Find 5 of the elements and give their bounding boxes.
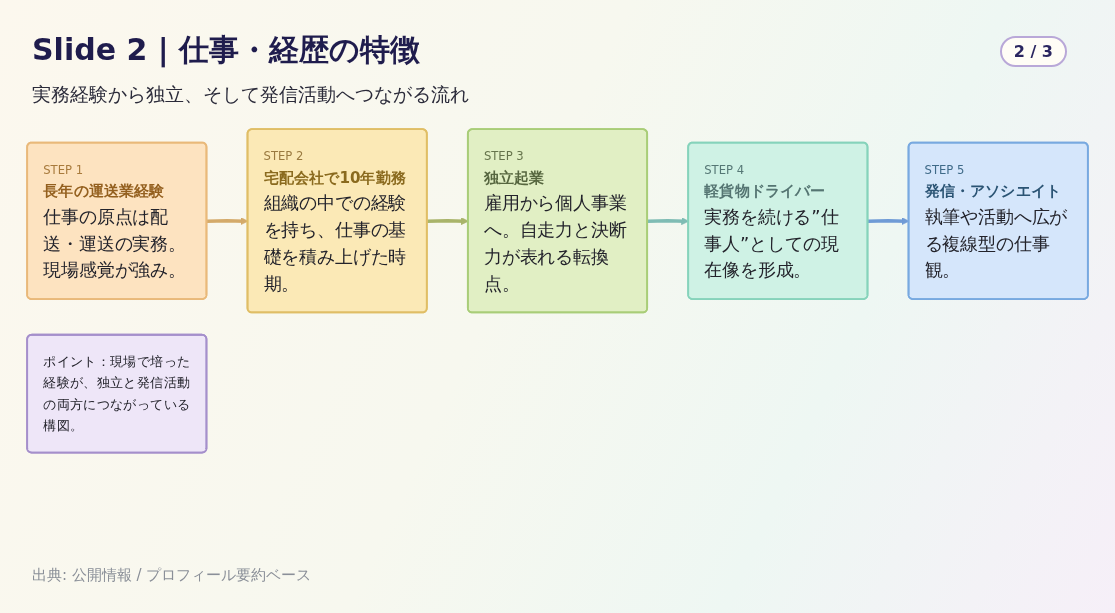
source-note: 出典: 公開情報 / プロフィール要約ベース	[32, 566, 312, 585]
page-indicator: 2 / 3	[999, 36, 1067, 67]
slide-title: Slide 2 | 仕事・経歴の特徴	[32, 31, 421, 70]
subtitle: 実務経験から独立、そして発信活動へつながる流れ	[32, 82, 469, 107]
arrow	[647, 217, 689, 225]
